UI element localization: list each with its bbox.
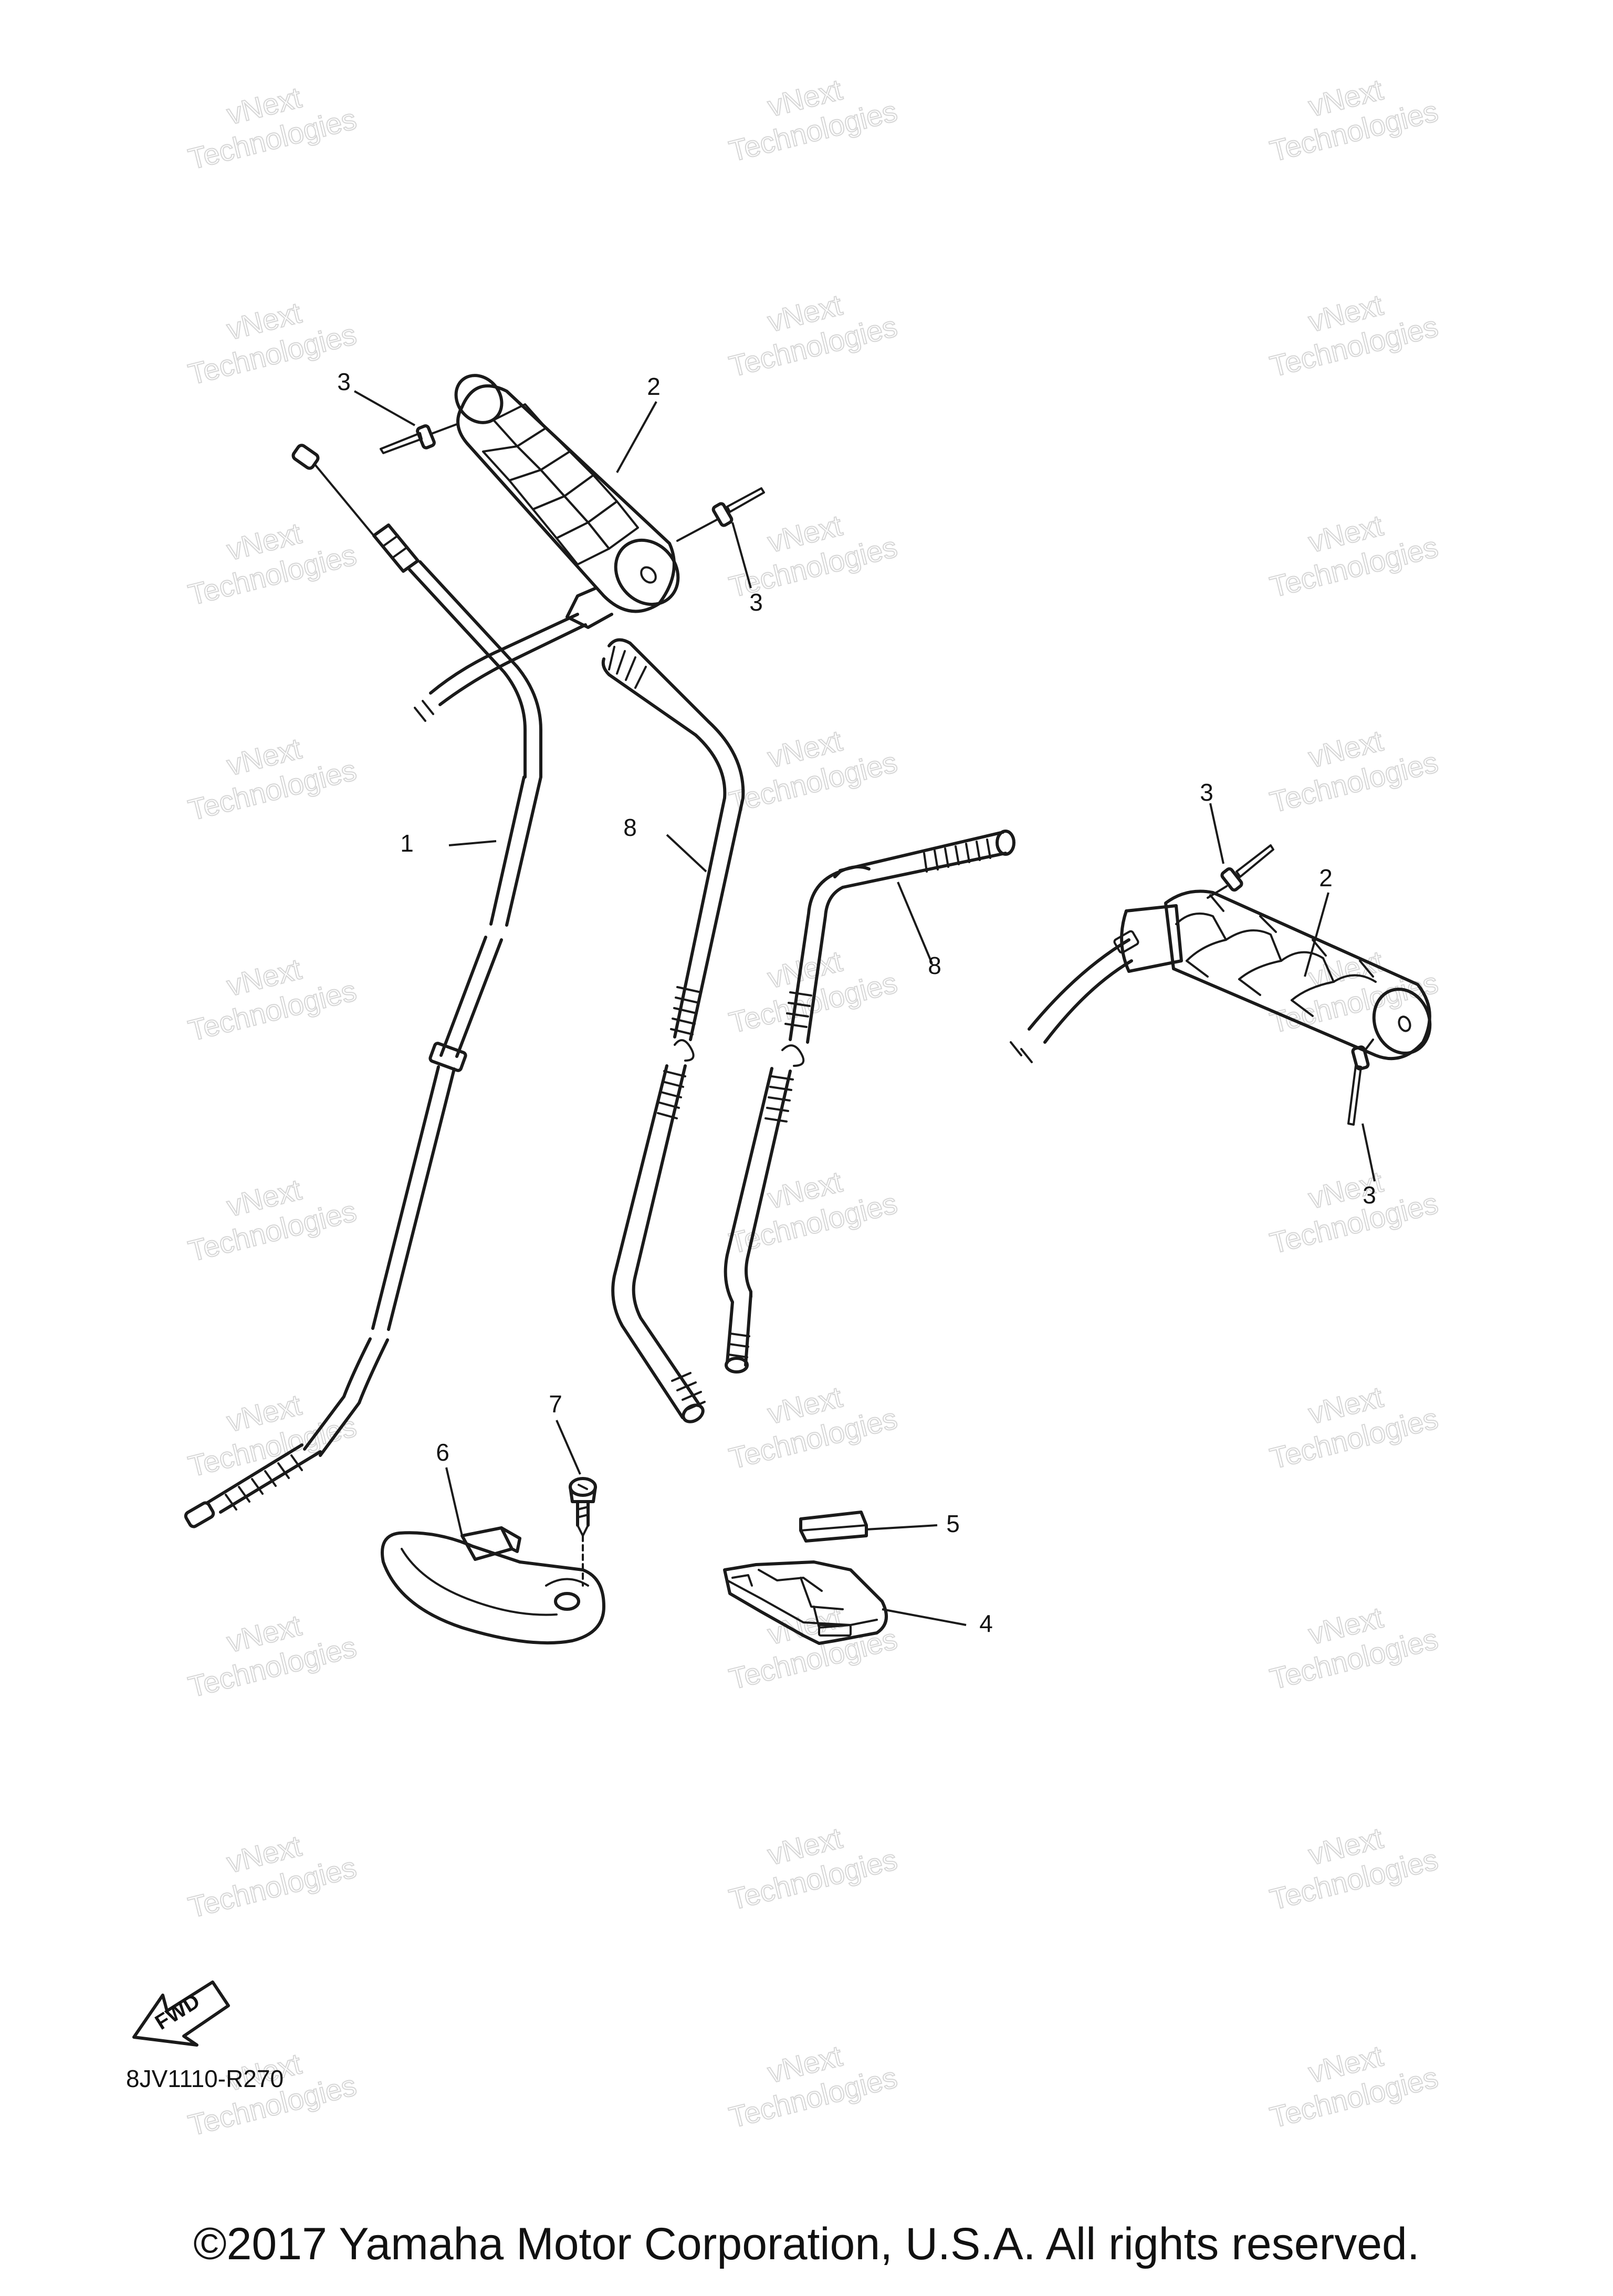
throttle-cable (184, 444, 542, 1528)
watermark: vNext Technologies (184, 951, 360, 1047)
callout-3-c: 3 (1200, 779, 1213, 806)
watermark: vNext Technologies (725, 508, 900, 604)
pad (799, 1511, 868, 1543)
watermark: vNext Technologies (1266, 1600, 1441, 1696)
callout-3-a: 3 (337, 368, 351, 395)
callout-5: 5 (946, 1510, 960, 1537)
watermark: vNext Technologies (184, 731, 360, 827)
callout-7: 7 (549, 1390, 562, 1418)
watermark: vNext Technologies (184, 1608, 360, 1704)
watermark: vNext Technologies (1266, 1379, 1441, 1475)
watermark: vNext Technologies (1266, 1820, 1441, 1916)
watermark: vNext Technologies (725, 287, 900, 383)
watermark: vNext Technologies (725, 1600, 900, 1696)
watermark: vNext Technologies (1266, 723, 1441, 819)
holder (723, 1560, 888, 1645)
callout-8-left: 8 (623, 814, 637, 841)
watermark: vNext Technologies (725, 1820, 900, 1916)
watermark: vNext Technologies (184, 295, 360, 391)
copyright-notice: ©2017 Yamaha Motor Corporation, U.S.A. A… (193, 2219, 1420, 2269)
watermark: vNext Technologies (1266, 287, 1441, 383)
fwd-arrow: FWD (132, 1980, 230, 2047)
watermark-layer: vNext Technologies vNext Technologies vN… (184, 72, 1441, 2142)
watermark: vNext Technologies (184, 1828, 360, 1924)
grip-left (414, 374, 680, 722)
callout-3-d: 3 (1363, 1181, 1376, 1209)
watermark: vNext Technologies (184, 1172, 360, 1268)
callout-1: 1 (400, 830, 414, 857)
watermark: vNext Technologies (184, 516, 360, 612)
watermark: vNext Technologies (1266, 2038, 1441, 2134)
rivet-a (380, 423, 458, 454)
handlebar-right (724, 830, 1015, 1374)
watermark: vNext Technologies (184, 80, 360, 176)
watermark: vNext Technologies (725, 1164, 900, 1260)
rivet-b (676, 487, 765, 542)
watermark: vNext Technologies (1266, 1164, 1441, 1260)
watermark: vNext Technologies (725, 2038, 900, 2134)
callout-2-left: 2 (647, 373, 661, 400)
rivet-d (1347, 1039, 1374, 1126)
watermark: vNext Technologies (725, 1379, 900, 1475)
watermark: vNext Technologies (1266, 943, 1441, 1040)
callout-4: 4 (979, 1610, 993, 1637)
watermark: vNext Technologies (725, 723, 900, 819)
callout-2-right: 2 (1319, 864, 1333, 892)
watermark: vNext Technologies (1266, 508, 1441, 604)
diagram-code: 8JV1110-R270 (126, 2065, 284, 2092)
callout-6: 6 (436, 1439, 449, 1466)
watermark: vNext Technologies (725, 72, 900, 168)
callout-8-right: 8 (928, 952, 941, 979)
callout-3-b: 3 (749, 589, 763, 616)
screw (569, 1477, 597, 1587)
callouts: 1 2 2 3 3 3 3 4 5 6 7 8 8 (337, 368, 1376, 1637)
cover (381, 1526, 605, 1645)
rivet-c (1207, 844, 1274, 899)
handlebar-left (601, 638, 745, 1423)
leader-lines (354, 390, 1376, 1626)
grip-right (1010, 889, 1432, 1063)
watermark: vNext Technologies (1266, 72, 1441, 168)
